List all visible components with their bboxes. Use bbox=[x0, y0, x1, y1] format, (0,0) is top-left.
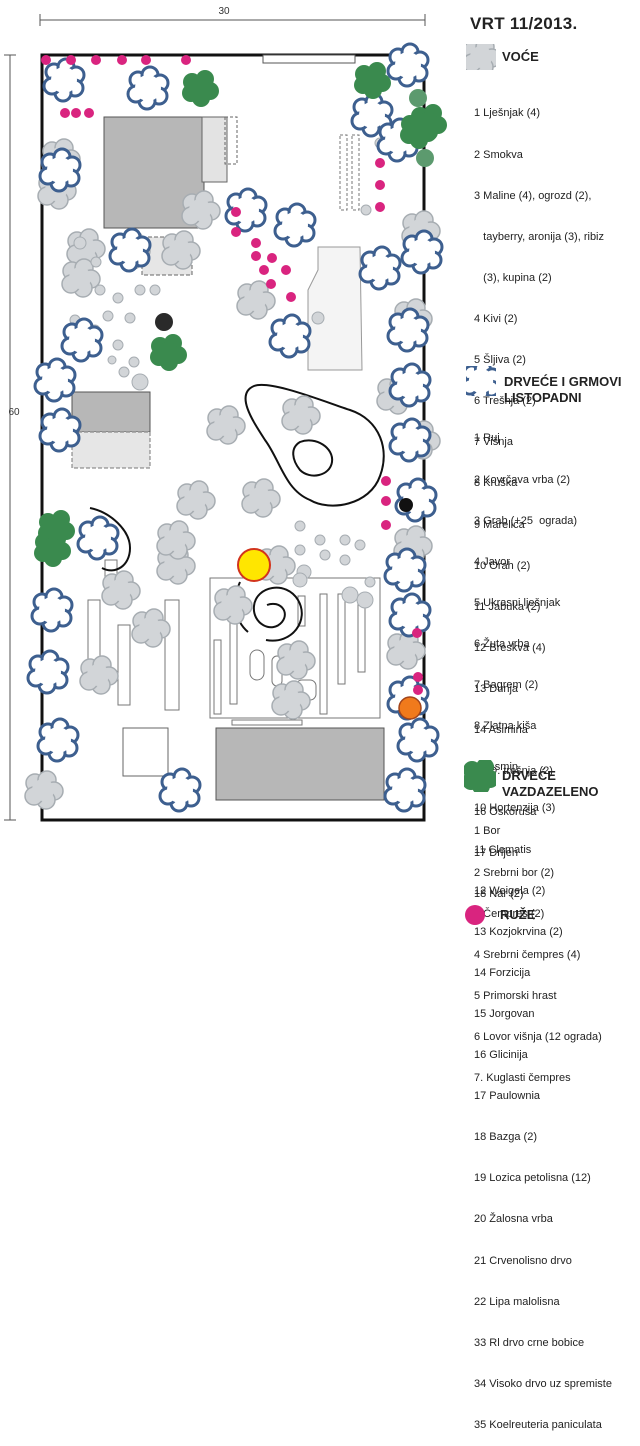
roses-section-title: RUŽE bbox=[500, 907, 536, 922]
deciduous-item: 35 Koelreuteria paniculata bbox=[474, 1419, 602, 1432]
deciduous-item: 20 Žalosna vrba bbox=[474, 1213, 553, 1226]
evergreen-list: 1 Bor 2 Srebrni bor (2) 3 Čempres (2) 4 … bbox=[474, 798, 602, 1099]
gate bbox=[262, 54, 356, 64]
yellow-tree bbox=[237, 548, 271, 582]
deciduous-item: 2 Kovrčava vrba (2) bbox=[474, 473, 570, 486]
fruit-item: 8 Kruška bbox=[474, 477, 518, 490]
fruit-section-title: VOĆE bbox=[502, 49, 539, 64]
raspberry-row bbox=[351, 134, 360, 211]
evergreen-item: 7. Kuglasti čempres bbox=[474, 1072, 571, 1085]
width-dimension-label: 30 bbox=[218, 6, 230, 17]
fruit-item: 14 Asimina bbox=[474, 724, 528, 737]
deciduous-item: 33 Rl drvo crne bobice bbox=[474, 1336, 585, 1349]
deciduous-section-header: DRVEĆE I GRMOVI LISTOPADNI bbox=[466, 366, 634, 406]
deciduous-item: 8 Zlatna kiša bbox=[474, 720, 537, 733]
dark-shrub bbox=[155, 313, 173, 331]
garden-plan: 30 60 bbox=[4, 6, 447, 822]
fruit-item: 7 Višnja bbox=[474, 436, 513, 449]
roses-section-header: RUŽE bbox=[462, 902, 535, 928]
fruit-item: 4 Kivi (2) bbox=[474, 312, 518, 325]
evergreen-item: 4 Srebrni čempres (4) bbox=[474, 948, 581, 961]
fruit-item: 3 Maline (4), ogrozd (2), bbox=[474, 189, 592, 202]
shed bbox=[71, 391, 151, 433]
deciduous-item: 1 Ruj bbox=[474, 432, 500, 445]
fruit-item: 6 Trešnja (2) bbox=[474, 395, 536, 408]
fruit-item: tayberry, aronija (3), ribiz bbox=[474, 230, 605, 243]
fruit-item: 12 Breskva (4) bbox=[474, 641, 546, 654]
evergreen-item: 1 Bor bbox=[474, 825, 501, 838]
deciduous-item: 18 Bazga (2) bbox=[474, 1131, 537, 1144]
shed-porch bbox=[71, 431, 151, 469]
pergola bbox=[224, 116, 238, 165]
deciduous-item: 11 Clematis bbox=[474, 843, 532, 856]
evergreen-section-title: DRVEĆE VAZDAZELENO bbox=[502, 768, 599, 799]
fruit-section-header: VOĆE bbox=[466, 44, 539, 70]
fruit-item: (3), kupina (2) bbox=[474, 271, 552, 284]
deciduous-item: 34 Visoko drvo uz spremiste bbox=[474, 1377, 612, 1390]
storage-building bbox=[215, 727, 385, 801]
greenhouse bbox=[307, 246, 363, 371]
deciduous-item: 5 Ukrasni lješnjak bbox=[474, 596, 561, 609]
evergreen-tree-icon bbox=[464, 760, 496, 792]
evergreen-small-tree bbox=[409, 89, 427, 107]
garden-path bbox=[89, 507, 132, 572]
deciduous-section-title: DRVEĆE I GRMOVI LISTOPADNI bbox=[504, 374, 622, 405]
evergreen-small-tree bbox=[416, 149, 434, 167]
deciduous-item: 12 Weigela (2) bbox=[474, 884, 546, 897]
deciduous-item: 6 Žuta vrba bbox=[474, 637, 530, 650]
deciduous-item: 21 Crvenolisno drvo bbox=[474, 1254, 572, 1267]
fruit-item: 5 Šljiva (2) bbox=[474, 354, 526, 367]
fruit-item: 1 Lješnjak (4) bbox=[474, 107, 541, 120]
deciduous-item: 3 Grab (+25 ograda) bbox=[474, 514, 578, 527]
height-dimension-label: 60 bbox=[8, 407, 20, 418]
fruit-item: 16 Oskoruša bbox=[474, 806, 537, 819]
deciduous-tree-icon bbox=[466, 366, 496, 396]
black-shrub bbox=[399, 498, 413, 512]
evergreen-section-header: DRVEĆE VAZDAZELENO bbox=[464, 760, 622, 800]
fruit-item: 11 Jabuka (2) bbox=[474, 600, 541, 613]
pond bbox=[292, 439, 334, 477]
orange-tree bbox=[398, 696, 422, 720]
raspberry-row bbox=[339, 134, 348, 211]
house-annex bbox=[201, 116, 228, 183]
fruit-item: 9 Marelica bbox=[474, 518, 525, 531]
deciduous-item: 13 Kozjokrvina (2) bbox=[474, 925, 563, 938]
evergreen-item: 5 Primorski hrast bbox=[474, 989, 557, 1002]
deciduous-item: 7 Bagrem (2) bbox=[474, 679, 539, 692]
deciduous-item: 10 Hortenzija (3) bbox=[474, 802, 556, 815]
spiral-bed bbox=[252, 586, 303, 642]
fruit-item: 13 Dunja bbox=[474, 682, 519, 695]
deciduous-item: 4 Javor bbox=[474, 555, 511, 568]
rose-icon bbox=[465, 905, 485, 925]
compost-area bbox=[122, 727, 169, 777]
roses bbox=[41, 55, 423, 695]
pond-path bbox=[244, 383, 385, 507]
deciduous-item: 22 Lipa malolisna bbox=[474, 1295, 560, 1308]
evergreen-item: 2 Srebrni bor (2) bbox=[474, 866, 555, 879]
fruit-item: 2 Smokva bbox=[474, 148, 523, 161]
fruit-list: 1 Lješnjak (4) 2 Smokva 3 Maline (4), og… bbox=[474, 80, 604, 916]
fruit-item: 18 Nar (2) bbox=[474, 888, 524, 901]
page-title: VRT 11/2013. bbox=[470, 14, 578, 33]
deciduous-item: 19 Lozica petolisna (12) bbox=[474, 1172, 591, 1185]
fruit-item: 10 Orah (2) bbox=[474, 559, 531, 572]
fruit-tree-icon bbox=[466, 44, 496, 70]
fruit-item: 17 Drijen bbox=[474, 847, 519, 860]
evergreen-item: 6 Lovor višnja (12 ograda) bbox=[474, 1030, 602, 1043]
